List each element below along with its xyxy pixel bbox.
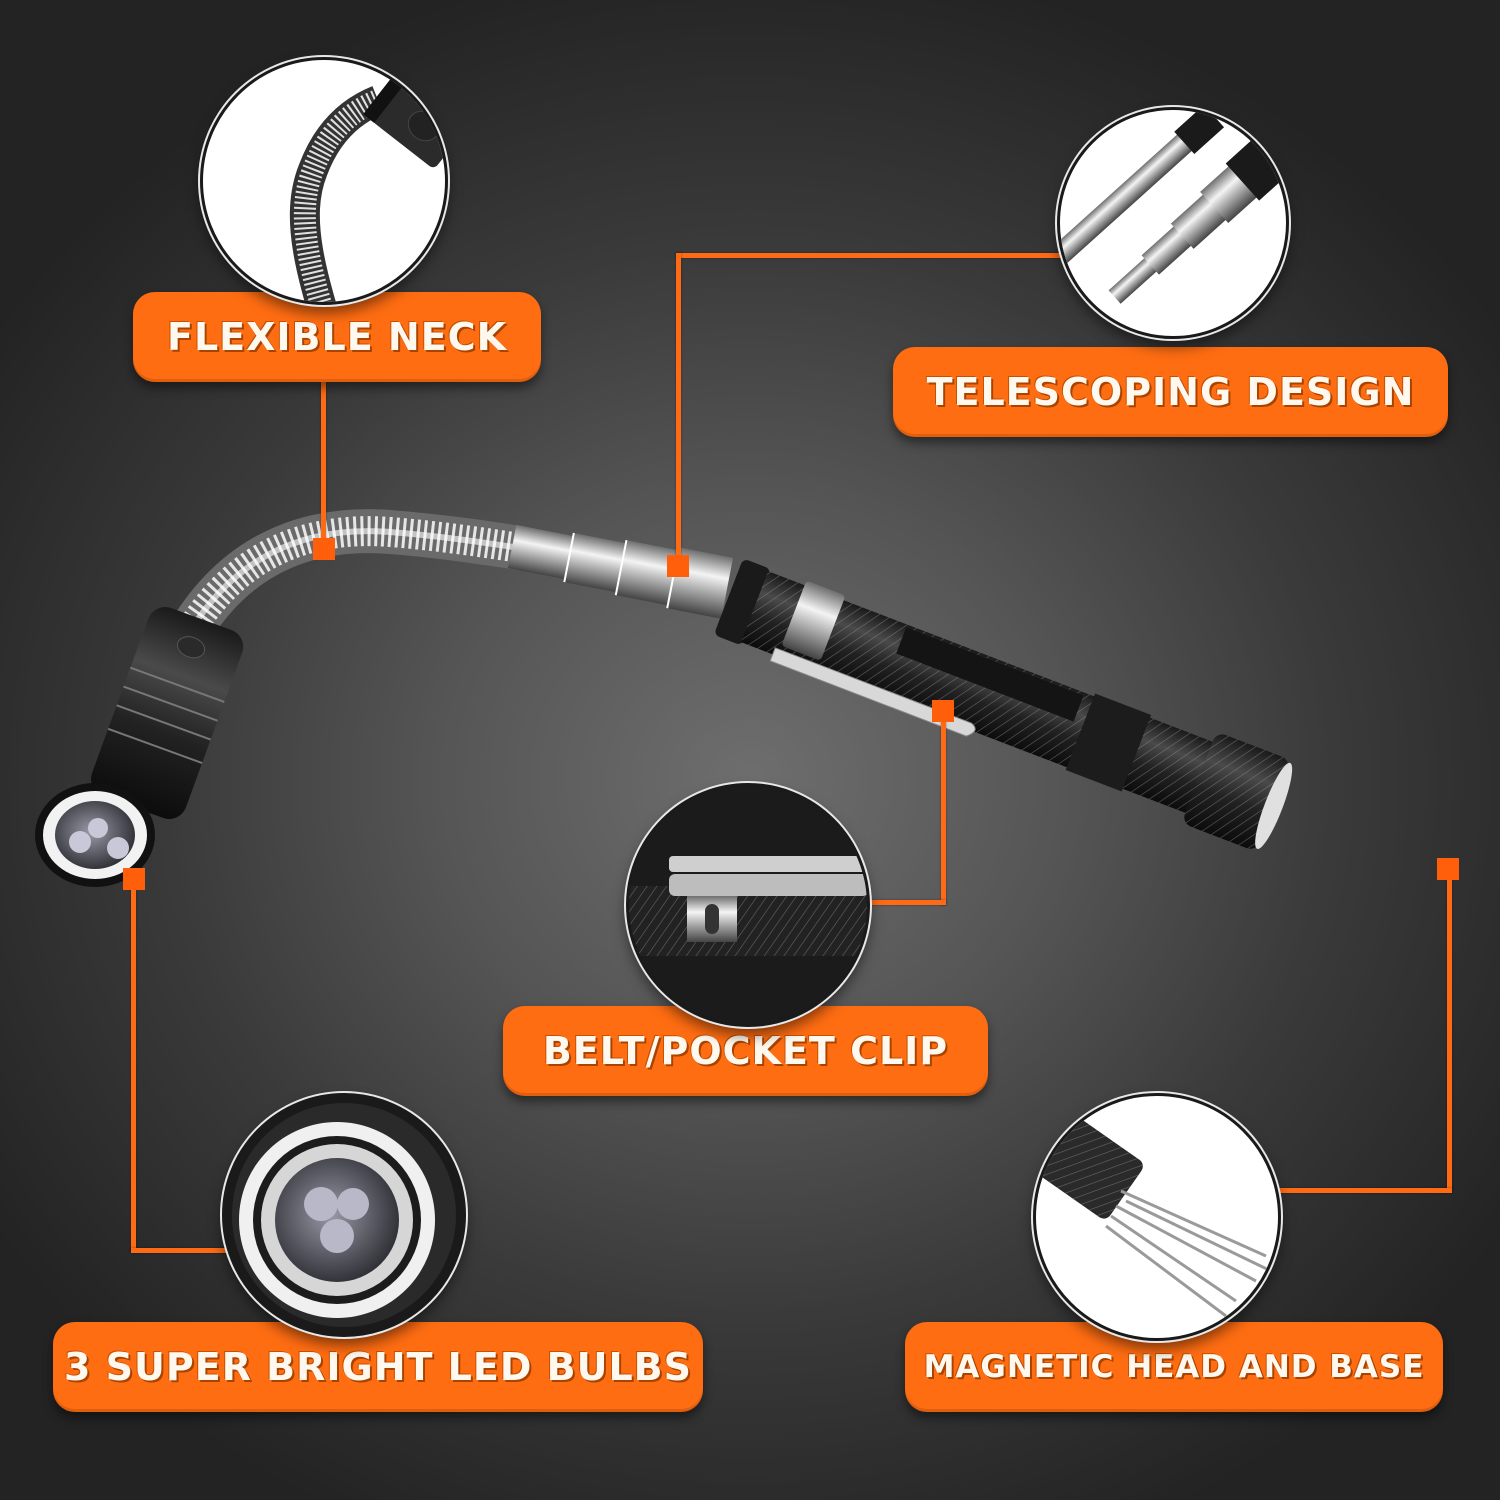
connector-marker-led xyxy=(123,868,145,890)
connector-clip-h xyxy=(860,900,946,905)
connector-marker-telescoping xyxy=(667,555,689,577)
magnet-nails-detail-icon xyxy=(1033,1093,1281,1341)
label-telescoping-design: TELESCOPING DESIGN xyxy=(893,347,1448,437)
label-led-bulbs: 3 SUPER BRIGHT LED BULBS xyxy=(53,1322,703,1412)
connector-marker-magnet xyxy=(1437,858,1459,880)
connector-flexible-neck xyxy=(321,382,326,542)
connector-telescoping-v xyxy=(676,253,681,558)
connector-magnet-v xyxy=(1447,880,1452,1192)
connector-marker-flexible-neck xyxy=(313,538,335,560)
led-lens-detail-icon xyxy=(222,1093,466,1337)
connector-led-h xyxy=(131,1248,226,1253)
connector-telescoping-h xyxy=(676,253,1064,258)
label-flexible-neck: FLEXIBLE NECK xyxy=(133,292,541,382)
connector-marker-clip xyxy=(932,700,954,722)
label-belt-pocket-clip: BELT/POCKET CLIP xyxy=(503,1006,988,1096)
connector-clip-v xyxy=(941,715,946,905)
connector-led-v xyxy=(131,880,136,1252)
pocket-clip-detail-icon xyxy=(626,783,870,1027)
telescoping-shaft-detail-icon xyxy=(1057,107,1289,339)
connector-magnet-h xyxy=(1270,1188,1452,1193)
flexible-gooseneck-detail-icon xyxy=(200,57,448,305)
